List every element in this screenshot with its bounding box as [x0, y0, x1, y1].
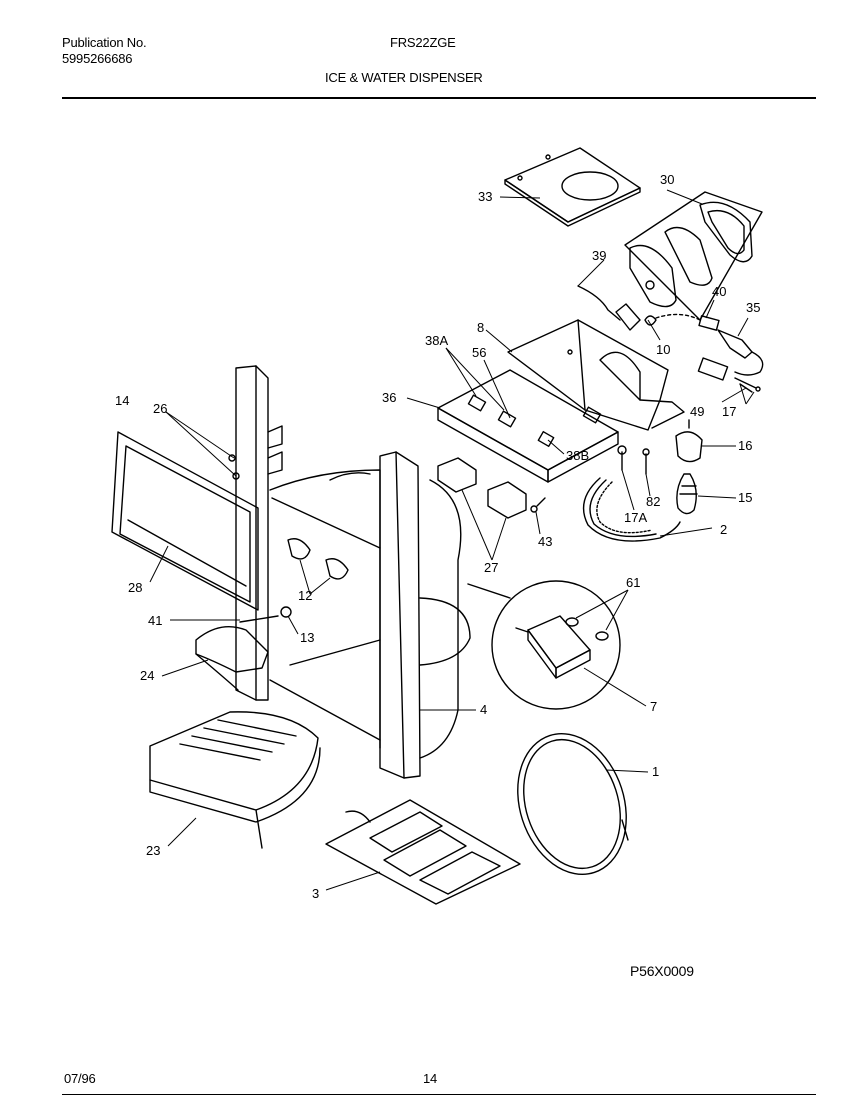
footer-rule: [62, 1094, 816, 1095]
callout-17: 17: [722, 404, 736, 419]
callout-35: 35: [746, 300, 760, 315]
callout-38a: 38A: [425, 333, 448, 348]
callout-17a: 17A: [624, 510, 647, 525]
part-8-housing: [507, 319, 685, 431]
part-33-cover-plate: [504, 147, 641, 227]
part-3-heater-pad: [325, 799, 521, 905]
detail-circle-switch: [467, 580, 621, 710]
callout-2: 2: [720, 522, 727, 537]
part-13-washer: [280, 606, 292, 618]
footer-page-number: 14: [423, 1071, 438, 1086]
callout-56: 56: [472, 345, 486, 360]
part-12-hinges: [287, 538, 349, 580]
callout-39: 39: [592, 248, 606, 263]
part-17a-82-43-screws: [530, 445, 650, 513]
part-39-spring: [577, 285, 641, 331]
callout-43: 43: [538, 534, 552, 549]
left-frame-bar: [235, 365, 283, 701]
publication-number: 5995266686: [62, 51, 133, 66]
part-36-control-board: [437, 369, 619, 483]
part-23-drip-tray: [149, 711, 321, 849]
publication-label: Publication No.: [62, 35, 147, 50]
model-number: FRS22ZGE: [390, 35, 456, 50]
callout-61: 61: [626, 575, 640, 590]
callout-10: 10: [656, 342, 670, 357]
callout-4: 4: [480, 702, 487, 717]
callout-82: 82: [646, 494, 660, 509]
section-title: ICE & WATER DISPENSER: [325, 70, 483, 85]
header-rule: [62, 97, 816, 99]
callout-26: 26: [153, 401, 167, 416]
callout-14: 14: [115, 393, 129, 408]
diagram-code: P56X0009: [630, 963, 694, 979]
part-41-pin: [239, 615, 279, 623]
callout-12: 12: [298, 588, 312, 603]
callout-15: 15: [738, 490, 752, 505]
callout-7: 7: [650, 699, 657, 714]
part-16-lamp-socket: [675, 419, 703, 463]
part-1-gasket: [517, 732, 629, 876]
callout-3: 3: [312, 886, 319, 901]
part-4-ice-container: [269, 469, 471, 759]
leader-lines: [149, 189, 755, 891]
part-2-wire-harness: [582, 477, 681, 542]
callout-23: 23: [146, 843, 160, 858]
callout-16: 16: [738, 438, 752, 453]
callout-1: 1: [652, 764, 659, 779]
callout-38b: 38B: [566, 448, 589, 463]
callout-24: 24: [140, 668, 154, 683]
callout-40: 40: [712, 284, 726, 299]
part-27-clips: [437, 457, 527, 519]
callout-labels: 33 30 39 40 35 8 10 38A 56 36 14 26 49 1…: [115, 172, 760, 901]
callout-36: 36: [382, 390, 396, 405]
footer-date: 07/96: [64, 1071, 96, 1086]
part-24-actuator-lever: [195, 626, 269, 691]
callout-8: 8: [477, 320, 484, 335]
part-10-35-40-solenoid: [644, 313, 764, 376]
part-15-light-bulb: [676, 473, 698, 515]
callout-49: 49: [690, 404, 704, 419]
callout-33: 33: [478, 189, 492, 204]
callout-13: 13: [300, 630, 314, 645]
callout-27: 27: [484, 560, 498, 575]
part-14-bezel: [111, 431, 259, 611]
part-30-chute-door: [624, 191, 763, 321]
callout-28: 28: [128, 580, 142, 595]
callout-41: 41: [148, 613, 162, 628]
callout-30: 30: [660, 172, 674, 187]
center-frame-bar: [379, 451, 421, 779]
